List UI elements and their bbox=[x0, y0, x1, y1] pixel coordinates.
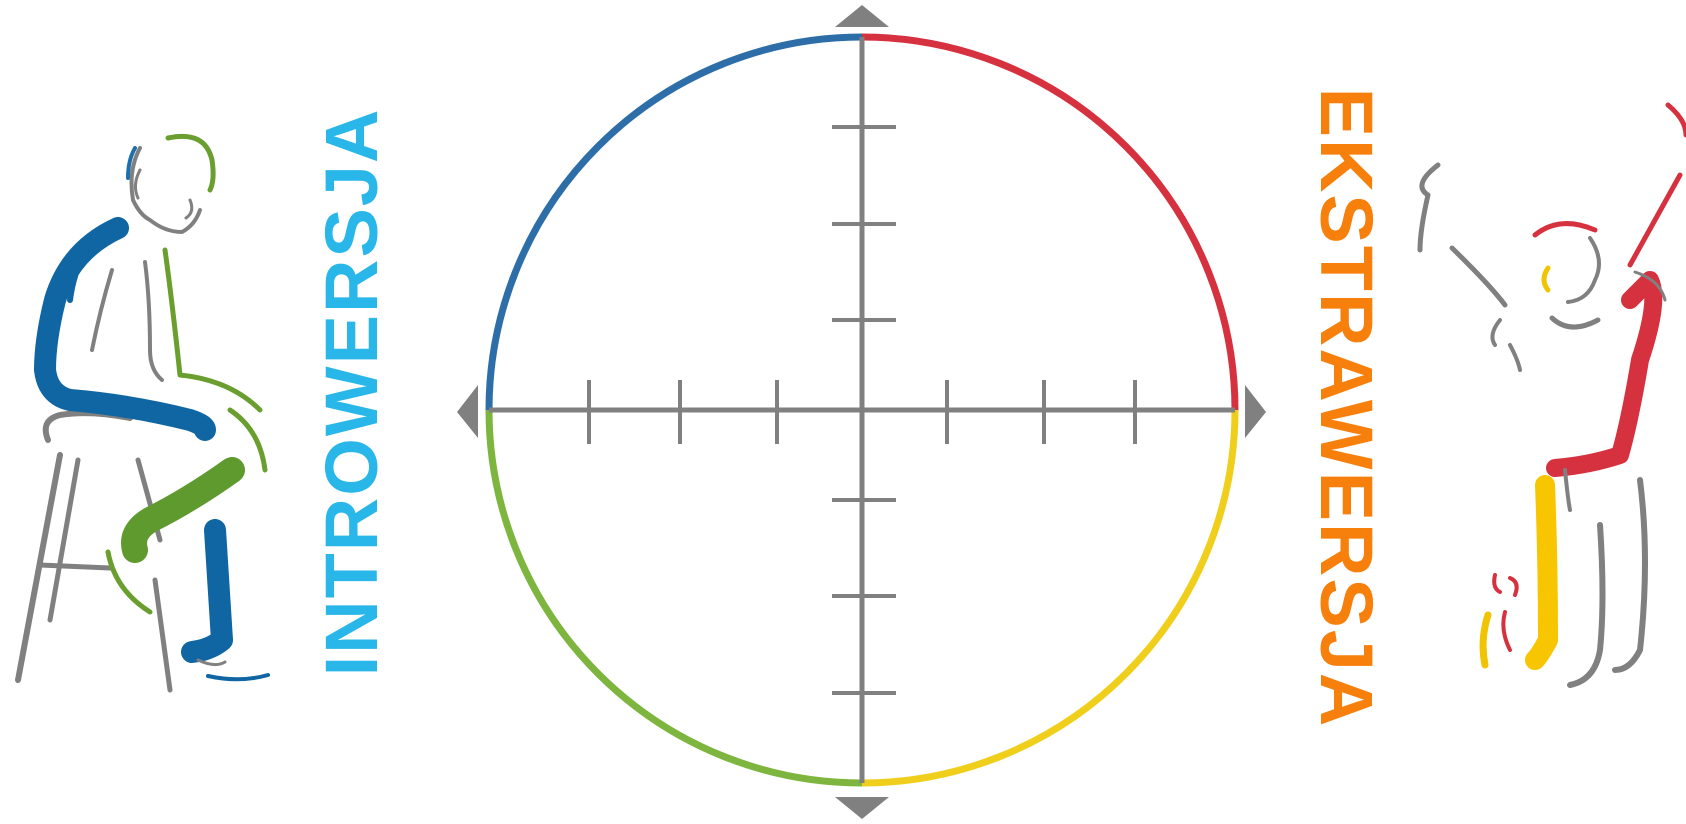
introversion-label: INTROWERSJA bbox=[315, 108, 389, 677]
quadrant-arc-top-left bbox=[489, 37, 862, 410]
seated-thinking-person-icon bbox=[18, 136, 268, 690]
quadrant-arc-bottom-right bbox=[862, 410, 1235, 783]
extroversion-label: EKSTRAWERSJA bbox=[1309, 88, 1383, 729]
arrow-right-icon bbox=[1245, 385, 1266, 438]
energetic-speaking-person-icon bbox=[1420, 105, 1686, 685]
axes bbox=[457, 5, 1266, 819]
arrow-down-icon bbox=[835, 797, 889, 819]
quadrant-arc-bottom-left bbox=[489, 410, 862, 783]
arrow-up-icon bbox=[835, 5, 889, 27]
arrow-left-icon bbox=[457, 385, 478, 438]
quadrant-arc-top-right bbox=[862, 37, 1235, 410]
